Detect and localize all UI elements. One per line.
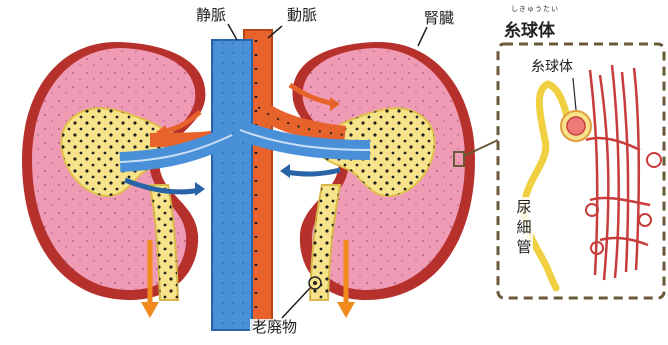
glomerulus-title: 糸球体 [504,16,555,41]
artery-label: 動脈 [285,7,319,24]
kidney-label: 腎臓 [422,10,456,27]
glomerulus-inset-label: 糸球体 [531,60,573,74]
left-kidney [22,42,205,300]
urinary-tubule-label: 尿細管 [515,197,533,257]
glomerulus-ruby: しきゅうたい [511,4,559,14]
glomerulus-inset [498,44,664,298]
vein-label: 静脈 [194,7,228,24]
waste-label: 老廃物 [250,319,299,336]
